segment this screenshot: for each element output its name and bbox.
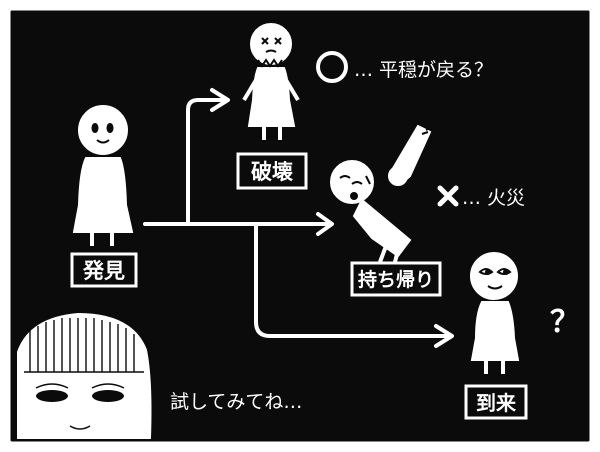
cross-mark-icon xyxy=(437,185,459,207)
girl-eyes xyxy=(36,390,124,402)
label-discovery: 発見 xyxy=(82,259,125,283)
figure-destroy xyxy=(242,23,300,140)
figure-arrival xyxy=(470,252,520,374)
label-box-take-home: 持ち帰り xyxy=(350,261,442,297)
label-arrival: 到来 xyxy=(476,391,517,415)
outcome-take-home: … 火災 xyxy=(437,185,525,209)
face-destroy xyxy=(257,37,283,68)
label-box-discovery: 発見 xyxy=(70,252,138,288)
label-take-home: 持ち帰り xyxy=(358,268,434,291)
speech-text: 試してみてね… xyxy=(170,391,302,413)
outcome-destroy-text: … 平穏が戻る？ xyxy=(354,59,493,81)
circle-mark-icon xyxy=(316,51,348,83)
flow-arrows xyxy=(143,88,454,348)
arrow-to-destroy xyxy=(186,98,228,226)
figure-take-home xyxy=(330,124,432,267)
label-destroy: 破壊 xyxy=(251,160,293,184)
label-box-destroy: 破壊 xyxy=(236,152,308,190)
face-discovery xyxy=(91,123,114,144)
figure-discovery xyxy=(72,105,134,246)
outcome-arrival-question: ？ xyxy=(550,305,580,340)
arrow-to-arrival xyxy=(254,222,452,338)
outcome-destroy: … 平穏が戻る？ xyxy=(316,51,493,83)
outcome-take-home-text: … 火災 xyxy=(462,187,525,209)
girl-illustration xyxy=(17,312,152,439)
face-arrival xyxy=(478,268,512,290)
label-box-arrival: 到来 xyxy=(464,384,528,420)
face-take-home xyxy=(339,127,431,200)
